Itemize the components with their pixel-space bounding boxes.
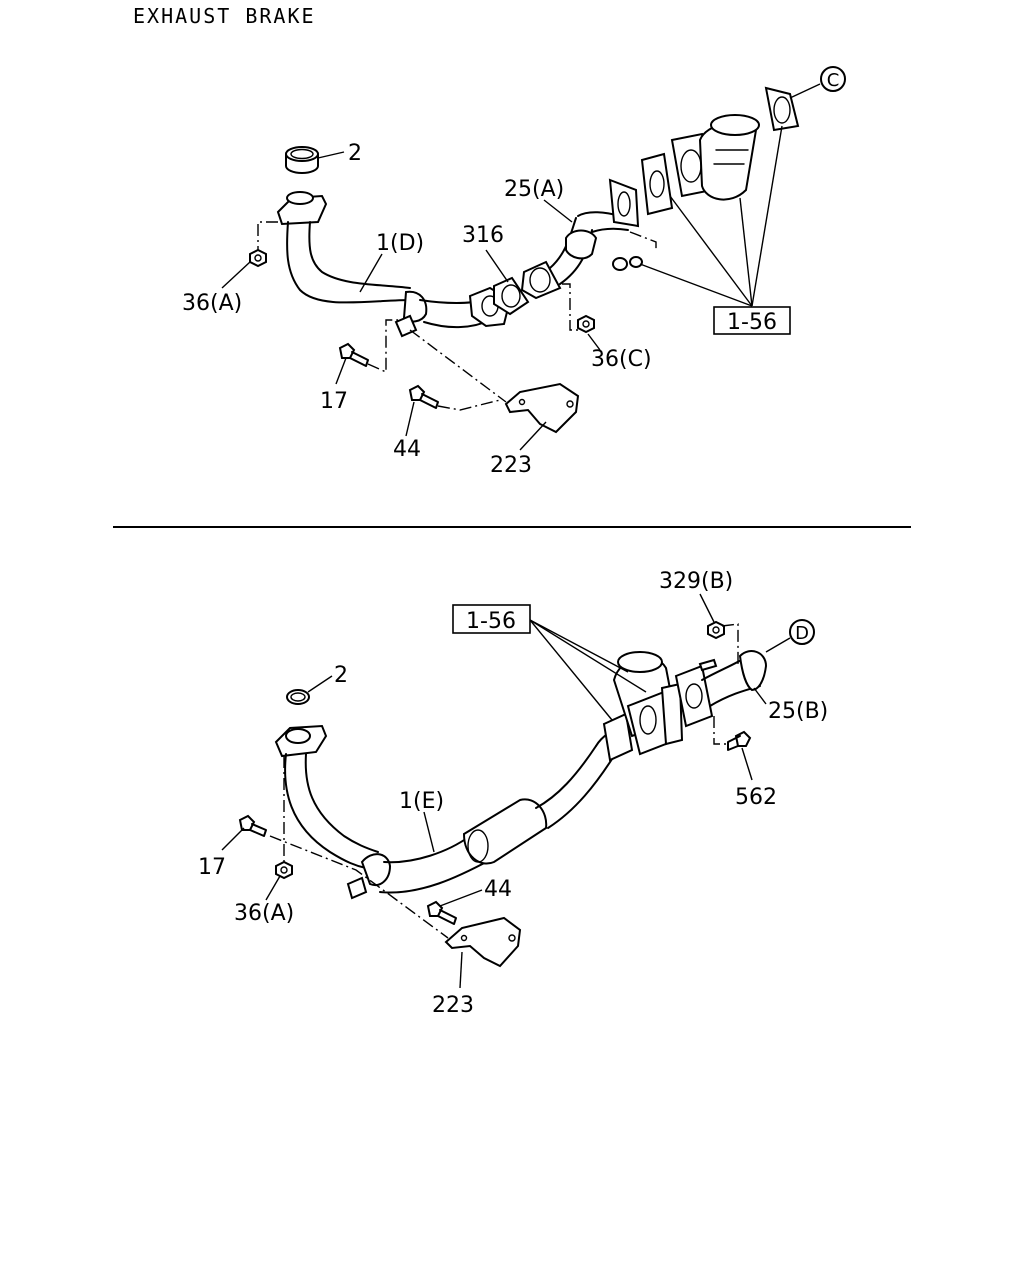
nut-329b <box>707 620 725 640</box>
label-36a-bottom: 36(A) <box>234 901 294 926</box>
nut-36a-bottom <box>275 860 293 880</box>
label-1-56-bottom: 1-56 <box>466 609 516 634</box>
bolt-562 <box>727 730 752 751</box>
leader-callout-c <box>789 83 821 99</box>
nut-washer-top <box>612 256 643 271</box>
bracket-223-bottom <box>444 916 522 968</box>
leaders-1-56-top <box>639 125 783 307</box>
leader-223-bottom <box>459 951 463 989</box>
leader-2-bottom <box>307 675 333 693</box>
ring-seal-bottom <box>286 689 310 705</box>
callout-d-label: D <box>795 623 809 644</box>
ref-box-1-56-bottom <box>452 604 531 634</box>
connector-line-17 <box>367 319 398 374</box>
label-25b: 25(B) <box>768 699 828 724</box>
callout-c-label: C <box>827 70 840 91</box>
bracket-223-top <box>504 382 580 434</box>
exhaust-brake-unit-top <box>640 86 800 216</box>
leader-17-bottom <box>221 827 245 851</box>
leader-1e <box>423 811 435 853</box>
top-assembly: C 1-56 2 1(D) 316 25(A) 36(A) 17 44 223 … <box>182 66 846 478</box>
connector-line-1d-bracket <box>409 329 507 403</box>
label-329b: 329(B) <box>659 569 733 594</box>
connector-line-562 <box>713 716 728 745</box>
ring-seal-top <box>285 146 319 174</box>
bolt-17-top <box>338 342 369 367</box>
leader-2-top <box>317 151 345 159</box>
gasket-316 <box>493 276 530 316</box>
label-2-top: 2 <box>348 141 362 166</box>
connector-line-flange-nut <box>257 221 278 250</box>
exhaust-brake-unit-bottom <box>602 651 684 762</box>
leader-223-top <box>519 421 547 451</box>
connector-line-1e-bracket <box>269 835 449 939</box>
label-1-56-top: 1-56 <box>727 310 777 335</box>
label-44-top: 44 <box>393 437 421 462</box>
leader-17-top <box>335 357 347 385</box>
label-1e: 1(E) <box>399 789 444 814</box>
leader-44-bottom <box>439 889 483 907</box>
bolt-44-top <box>408 384 439 409</box>
connector-line-36c <box>562 283 578 331</box>
page-title: EXHAUST BRAKE <box>133 4 316 28</box>
label-223-bottom: 223 <box>432 993 474 1018</box>
leader-25a <box>543 199 573 223</box>
label-36c: 36(C) <box>591 347 652 372</box>
ref-box-1-56-top <box>713 306 791 335</box>
leader-25b <box>753 687 767 705</box>
leader-36a-bottom <box>265 875 281 901</box>
pipe-25b <box>674 650 768 728</box>
bolt-17-bottom <box>238 814 267 837</box>
label-562: 562 <box>735 785 777 810</box>
connector-line-329b <box>721 623 739 664</box>
leader-callout-d <box>765 637 791 653</box>
connector-line-44 <box>437 399 501 411</box>
nut-36a-top <box>249 248 267 268</box>
leader-329b <box>699 593 715 623</box>
bottom-assembly: D 1-56 329(B) 2 25(B) 1(E) 562 17 44 36(… <box>198 569 828 1018</box>
label-316: 316 <box>462 223 504 248</box>
label-1d: 1(D) <box>376 231 424 256</box>
connector-line-unit <box>629 231 657 252</box>
bolt-44-bottom <box>426 900 457 925</box>
label-44-bottom: 44 <box>484 877 512 902</box>
label-17-bottom: 17 <box>198 855 226 880</box>
nut-36c-top <box>577 314 595 334</box>
leader-562 <box>741 747 753 781</box>
label-2-bottom: 2 <box>334 663 348 688</box>
leader-36a-top <box>221 261 251 289</box>
callout-d-circle <box>789 619 815 645</box>
exhaust-pipe-1d <box>276 191 512 338</box>
leader-316 <box>485 249 509 283</box>
leader-36c <box>587 333 601 351</box>
leaders-1-56-bottom <box>529 619 647 721</box>
pipe-25a <box>520 178 640 300</box>
exhaust-pipe-1e <box>274 724 631 900</box>
label-36a-top: 36(A) <box>182 291 242 316</box>
label-17-top: 17 <box>320 389 348 414</box>
leader-1d <box>359 253 383 293</box>
leader-44-top <box>405 401 415 437</box>
label-223-top: 223 <box>490 453 532 478</box>
label-25a: 25(A) <box>504 177 564 202</box>
callout-c-circle <box>820 66 846 92</box>
